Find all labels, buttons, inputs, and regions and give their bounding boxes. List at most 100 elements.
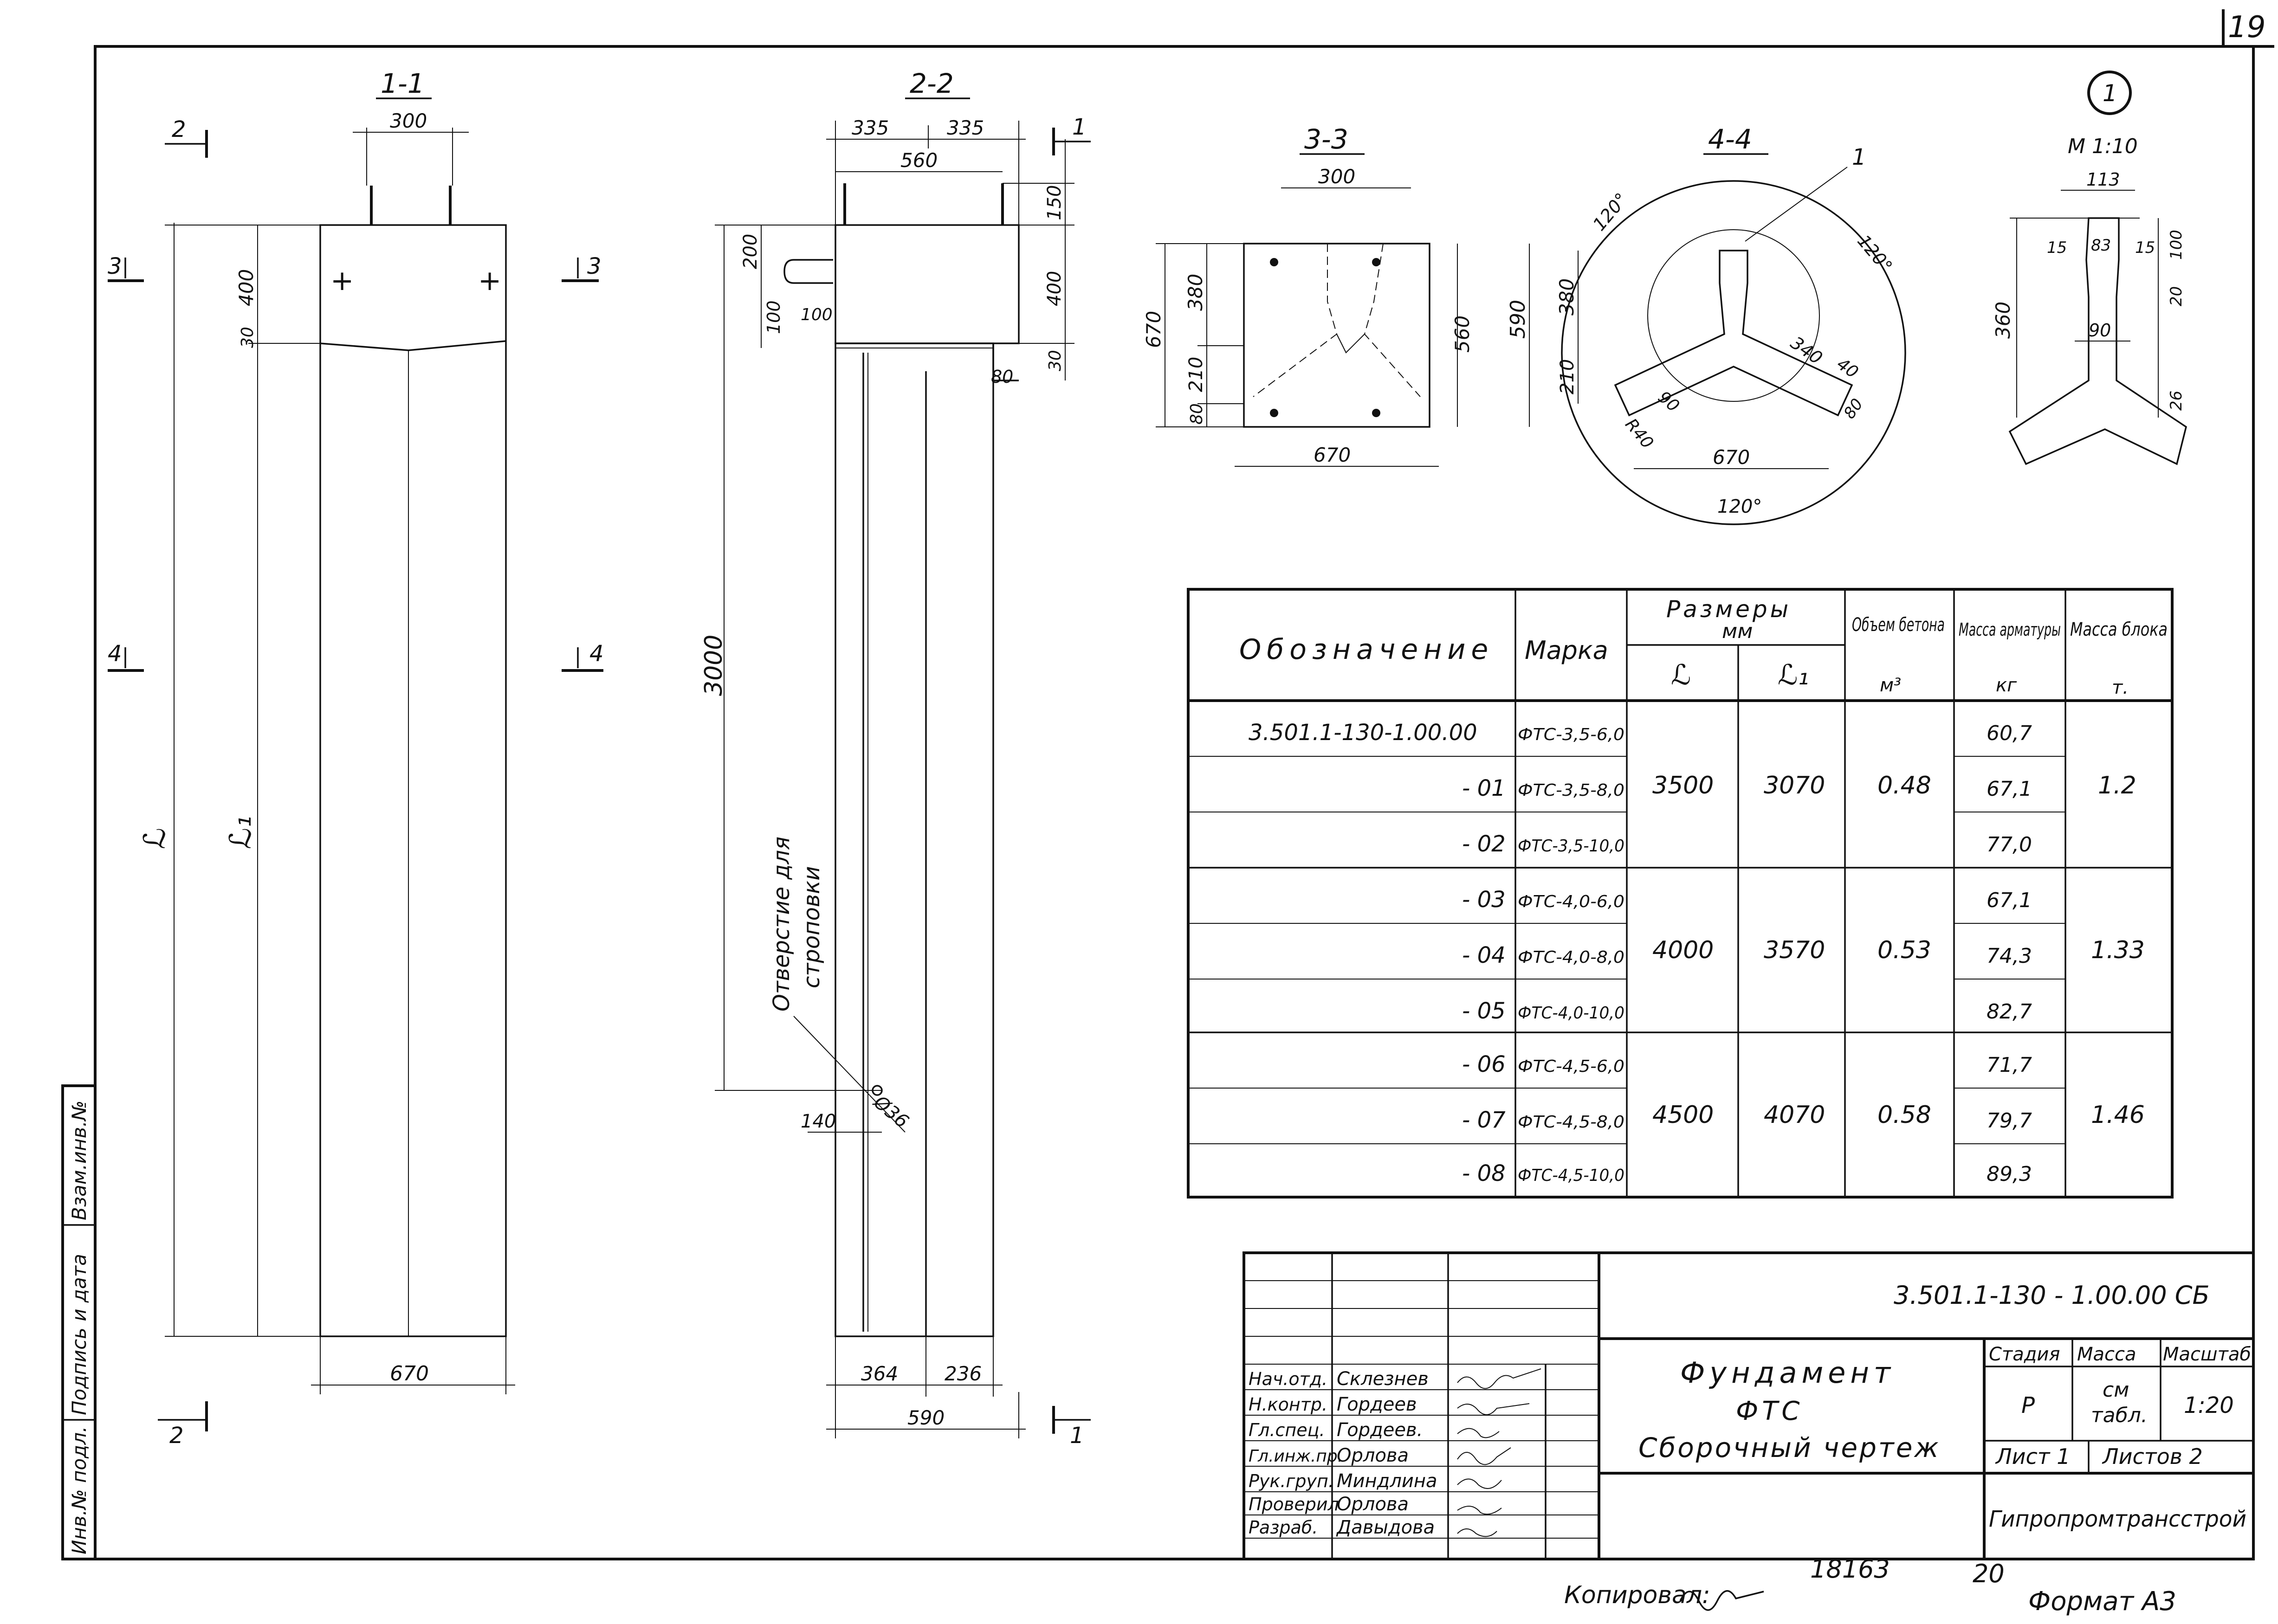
group-l1: 3070 <box>1764 772 1825 799</box>
dim-2-2-590: 590 <box>907 1406 945 1429</box>
role-label: Гл.спец. <box>1249 1420 1325 1440</box>
tb-title-line2: ФТС <box>1736 1396 1804 1426</box>
footer-20: 20 <box>1973 1559 2005 1588</box>
role-label: Рук.груп. <box>1249 1471 1334 1491</box>
mark-2-top: 2 <box>172 116 186 142</box>
row-rebar: 67,1 <box>1987 777 2032 801</box>
dim-hole-36: Ø36 <box>869 1091 912 1132</box>
group-block: 1.46 <box>2091 1101 2145 1129</box>
row-rebar: 60,7 <box>1987 722 2032 745</box>
row-mark: ФТС-3,5-10,0 <box>1518 837 1624 856</box>
dim-n1-15a: 15 <box>2047 238 2067 257</box>
dim-2-2-364: 364 <box>861 1362 898 1385</box>
copier-signature <box>1679 1590 1764 1611</box>
th-block-unit: т. <box>2112 677 2129 698</box>
tb-sheets: Листов 2 <box>2102 1444 2203 1469</box>
hole-note-line1: Отверстие для <box>769 837 795 1012</box>
drawing-frame: 19 <box>94 9 2274 1560</box>
group-l1: 4070 <box>1764 1101 1825 1129</box>
row-rebar: 67,1 <box>1987 889 2032 912</box>
side-stamp-sign-date: Подпись и дата <box>68 1254 91 1415</box>
row-mark: ФТС-4,0-10,0 <box>1518 1004 1624 1023</box>
dim-4-4-r40: R40 <box>1621 415 1657 452</box>
signatures <box>1457 1368 1541 1537</box>
role-name: Гордеев. <box>1337 1419 1423 1441</box>
dim-2-2-335b: 335 <box>947 116 984 139</box>
tb-title-line3: Сборочный чертеж <box>1638 1432 1941 1463</box>
role-label: Нач.отд. <box>1249 1369 1327 1389</box>
angle-120-tr: 120° <box>1853 231 1896 277</box>
role-label: Гл.инж.пр. <box>1249 1447 1343 1466</box>
dim-n1-20: 20 <box>2167 286 2186 306</box>
dim-2-2-100h: 100 <box>801 305 833 324</box>
mark-3-left: 3 <box>108 253 122 279</box>
group-l: 4500 <box>1652 1101 1714 1129</box>
row-rebar: 82,7 <box>1987 1000 2032 1024</box>
mark-4-left: 4 <box>108 641 122 667</box>
group-block: 1.2 <box>2098 772 2136 799</box>
section-4-4: 4-4 1 120° 120° 120° 590 380 210 340 40 … <box>1506 123 1906 525</box>
th-l1: ℒ₁ <box>1778 659 1809 691</box>
plus-mark-left: + <box>330 264 354 297</box>
section-marks: 2 3 3 4 4 2 1 1 <box>108 114 1091 1449</box>
th-volume: Объем бетона <box>1852 614 1945 636</box>
dim-4-4-210: 210 <box>1557 359 1578 394</box>
dim-n1-26: 26 <box>2167 391 2186 411</box>
footer-copied: Копировал: <box>1564 1581 1710 1609</box>
plus-mark-right: + <box>478 264 501 297</box>
section-1-1-title: 1-1 <box>381 68 425 99</box>
row-mark: ФТС-4,5-6,0 <box>1518 1057 1624 1076</box>
angle-120-b: 120° <box>1717 496 1762 517</box>
row-mark: ФТС-3,5-8,0 <box>1518 781 1624 800</box>
dim-4-4-80: 80 <box>1840 395 1867 422</box>
dim-1-1-400: 400 <box>235 269 258 306</box>
dim-n1-83: 83 <box>2091 236 2111 255</box>
role-name: Склезнев <box>1337 1368 1429 1390</box>
role-name: Миндлина <box>1337 1470 1437 1492</box>
th-l: ℒ <box>1671 659 1691 691</box>
dim-n1-360: 360 <box>1992 302 2014 339</box>
side-stamp: Взам.инв.№ Подпись и дата Инв.№ подл. <box>61 1084 97 1560</box>
mark-4-right: 4 <box>589 641 604 667</box>
role-name: Орлова <box>1337 1494 1409 1515</box>
row-designation: - 06 <box>1462 1051 1506 1077</box>
dim-2-2-80: 80 <box>991 367 1013 387</box>
side-stamp-inv-orig: Инв.№ подл. <box>68 1426 91 1554</box>
row-designation: - 01 <box>1462 775 1506 801</box>
group-volume: 0.58 <box>1877 1101 1931 1129</box>
tb-stage-label: Стадия <box>1989 1344 2060 1365</box>
dim-2-2-140: 140 <box>801 1111 836 1132</box>
group-l: 4000 <box>1652 936 1714 964</box>
group-volume: 0.53 <box>1877 936 1931 964</box>
dim-1-1-670: 670 <box>390 1362 429 1386</box>
dim-n1-90: 90 <box>2089 320 2111 341</box>
tb-title-line1: Фундамент <box>1680 1356 1895 1390</box>
group-l1: 3570 <box>1764 936 1825 964</box>
dim-2-2-400: 400 <box>1044 271 1065 306</box>
row-mark: ФТС-4,5-10,0 <box>1518 1166 1624 1185</box>
row-mark: ФТС-4,0-8,0 <box>1518 948 1624 967</box>
tb-scale: 1:20 <box>2184 1392 2234 1418</box>
th-volume-unit: м³ <box>1880 675 1901 696</box>
footer: Копировал: 18163 20 Формат А3 <box>1564 1554 2176 1617</box>
group-volume: 0.48 <box>1877 772 1931 799</box>
dim-1-1-30: 30 <box>238 327 257 348</box>
dim-2-2-3000: 3000 <box>700 635 728 696</box>
th-rebar: Масса арматуры <box>1959 619 2061 640</box>
dim-3-3-560: 560 <box>1451 316 1474 353</box>
dim-2-2-150: 150 <box>1044 185 1065 220</box>
node-1-marker: 1 <box>2103 80 2117 107</box>
tb-mass-label: Масса <box>2077 1344 2136 1365</box>
dim-3-3-300: 300 <box>1318 165 1355 188</box>
label-l1: ℒ₁ <box>224 816 258 849</box>
section-1-1: 1-1 300 + + 400 30 ℒ ℒ₁ 670 <box>138 68 515 1394</box>
mark-1-bottom: 1 <box>1070 1423 1084 1449</box>
angle-120-tl: 120° <box>1589 189 1632 234</box>
dim-4-4-590: 590 <box>1506 300 1530 339</box>
role-name: Давыдова <box>1336 1517 1435 1538</box>
row-rebar: 77,0 <box>1987 833 2032 857</box>
row-designation: - 08 <box>1462 1160 1506 1186</box>
role-name: Орлова <box>1337 1445 1409 1466</box>
mark-1-top: 1 <box>1072 114 1087 140</box>
